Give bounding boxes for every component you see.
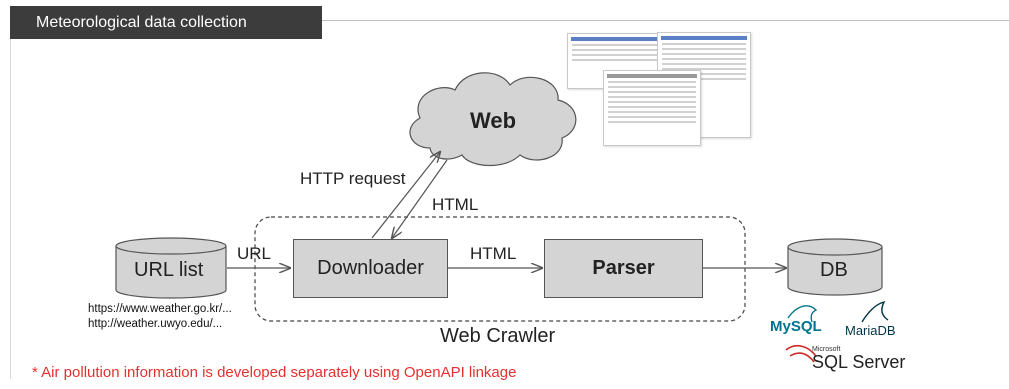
downloader-box: Downloader xyxy=(293,239,448,298)
footnote: * Air pollution information is developed… xyxy=(32,364,517,381)
url-arrow-label: URL xyxy=(237,244,272,263)
url-list-cylinder xyxy=(115,237,227,299)
html-response-label: HTML xyxy=(432,195,479,214)
mariadb-seal-icon xyxy=(861,300,889,323)
http-request-arrow xyxy=(371,152,440,239)
sqlserver-swoosh-icon xyxy=(785,344,817,363)
parser-label: Parser xyxy=(592,257,655,279)
left-border xyxy=(10,39,11,379)
html-response-arrow xyxy=(392,159,448,238)
mysql-dolphin-icon xyxy=(787,305,818,323)
weather-page-thumbnail-1 xyxy=(567,33,669,89)
parser-box: Parser xyxy=(544,239,703,298)
mysql-logo: MySQL xyxy=(770,318,822,335)
downloader-label: Downloader xyxy=(317,257,424,279)
http-request-label: HTTP request xyxy=(300,169,406,188)
web-cloud xyxy=(409,72,577,167)
web-crawler-frame xyxy=(254,216,746,322)
header-divider xyxy=(322,20,1009,21)
db-label: DB xyxy=(820,259,848,281)
url-example-1: https://www.weather.go.kr/... xyxy=(88,303,232,315)
url-list-label: URL list xyxy=(134,259,204,281)
weather-table-thumbnail xyxy=(603,70,701,146)
db-cylinder xyxy=(787,238,883,296)
sqlserver-logo: Microsoft SQL Server xyxy=(812,346,906,372)
section-header: Meteorological data collection xyxy=(10,6,322,39)
url-example-2: http://weather.uwyo.edu/... xyxy=(88,318,223,330)
html-arrow-label: HTML xyxy=(470,244,517,263)
web-label: Web xyxy=(470,108,517,133)
section-title: Meteorological data collection xyxy=(36,14,247,31)
web-crawler-label: Web Crawler xyxy=(440,325,556,347)
mariadb-logo: MariaDB xyxy=(845,323,896,338)
